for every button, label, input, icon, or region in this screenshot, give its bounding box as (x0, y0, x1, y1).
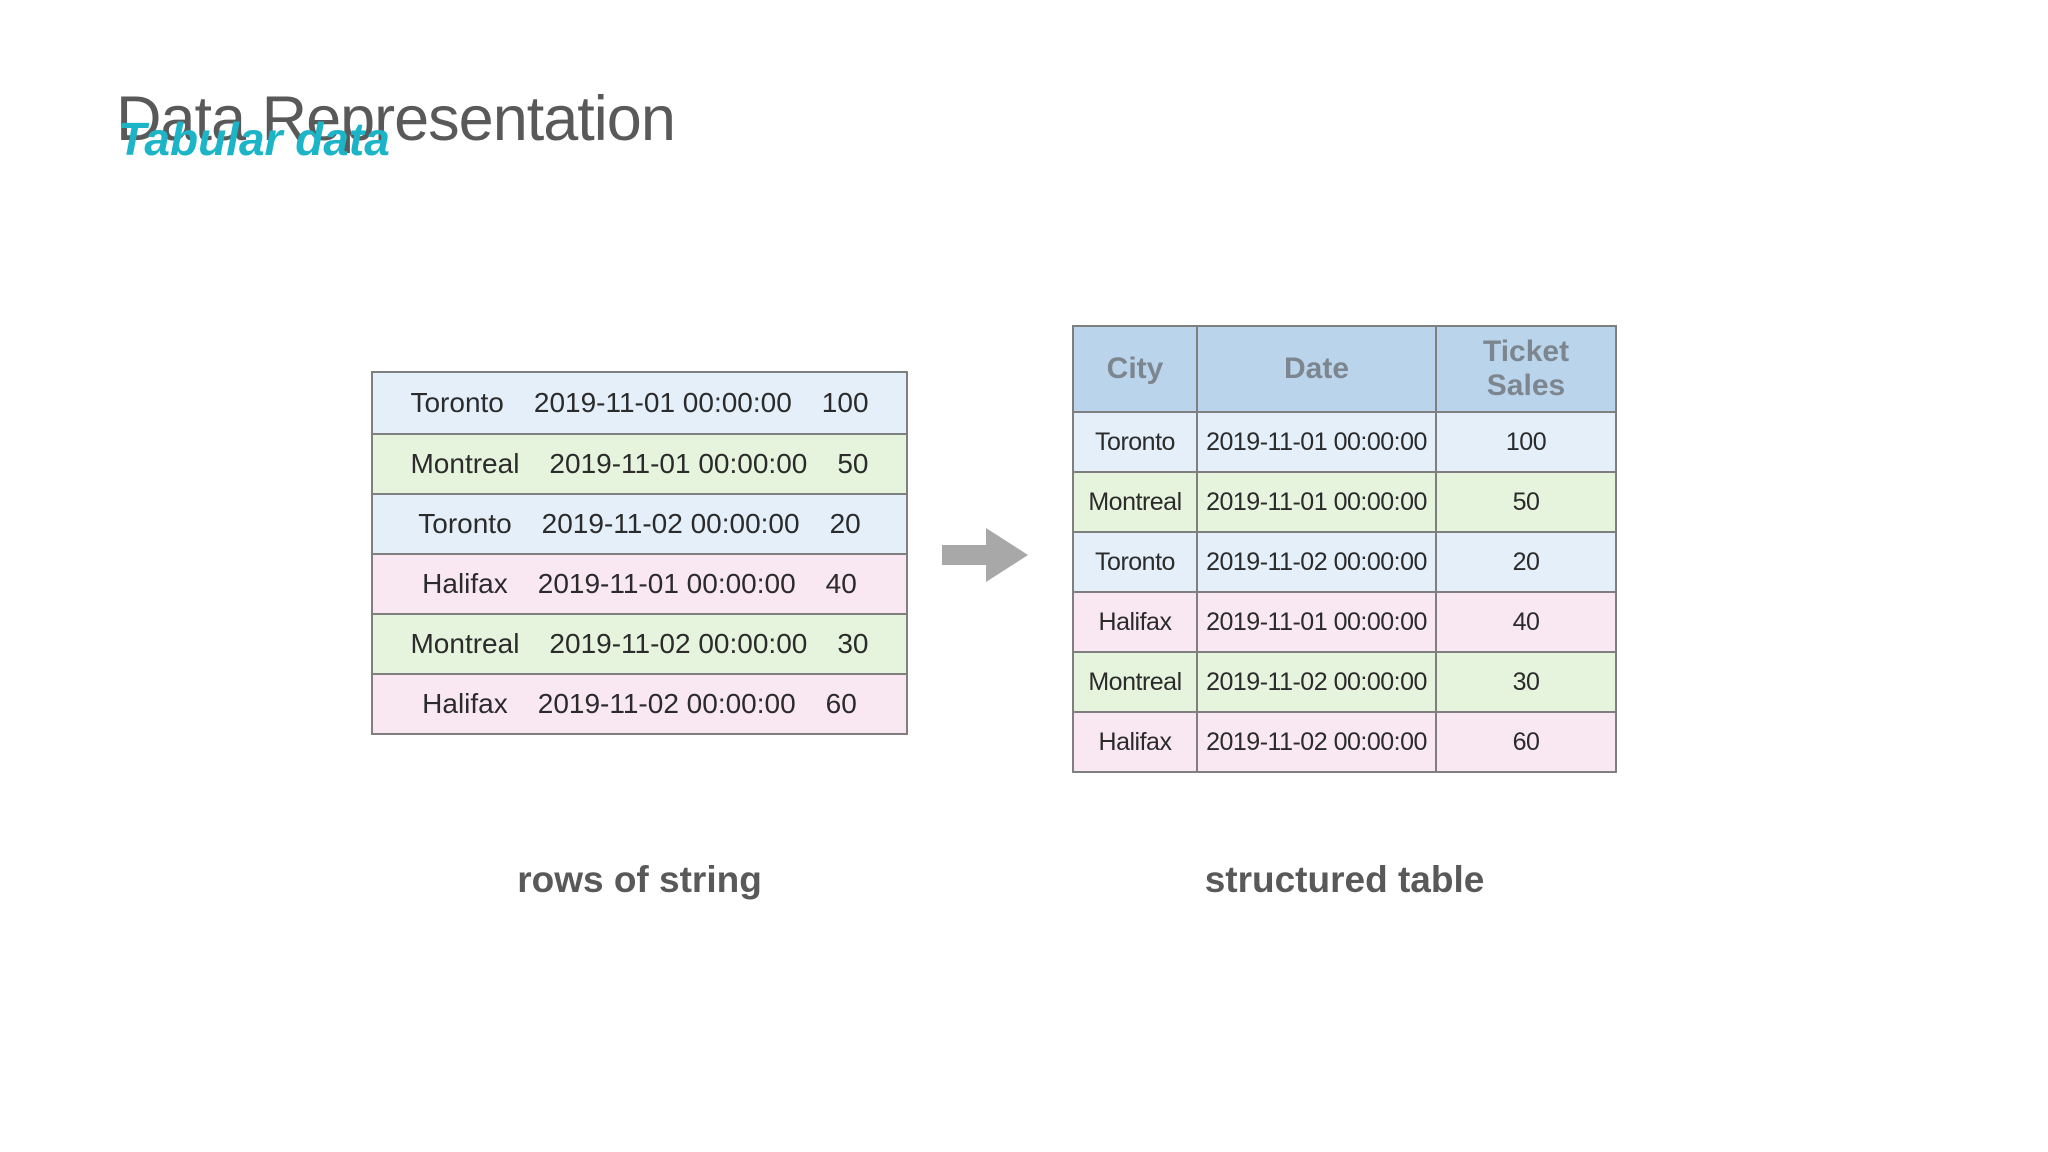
table-cell-city: Toronto (1074, 413, 1196, 471)
string-part-city: Montreal (410, 448, 520, 479)
table-cell-city: Halifax (1074, 713, 1196, 771)
string-part-date: 2019-11-01 00:00:00 (537, 568, 796, 599)
string-part-city: Halifax (422, 688, 508, 719)
string-part-date: 2019-11-02 00:00:00 (549, 628, 808, 659)
transform-arrow-icon (942, 528, 1028, 582)
table-cell-ticket-sales: 100 (1435, 413, 1615, 471)
string-row: Toronto 2019-11-01 00:00:00 100 (373, 373, 906, 433)
header-cell-city: City (1074, 327, 1196, 411)
table-cell-city: Toronto (1074, 533, 1196, 591)
table-cell-ticket-sales: 30 (1435, 653, 1615, 711)
table-cell-date: 2019-11-01 00:00:00 (1196, 473, 1435, 531)
string-row: Toronto 2019-11-02 00:00:00 20 (373, 493, 906, 553)
string-part-date: 2019-11-02 00:00:00 (541, 508, 800, 539)
table-cell-ticket-sales: 50 (1435, 473, 1615, 531)
string-part-value: 50 (837, 448, 869, 479)
header-cell-ticket-sales: Ticket Sales (1435, 327, 1615, 411)
header-label-ticket-sales: Ticket Sales (1482, 334, 1570, 403)
table-cell-city: Halifax (1074, 593, 1196, 651)
string-row: Halifax 2019-11-01 00:00:00 40 (373, 553, 906, 613)
caption-rows-of-string: rows of string (517, 859, 762, 900)
table-cell-date: 2019-11-02 00:00:00 (1196, 533, 1435, 591)
string-part-value: 100 (821, 387, 869, 418)
page-subtitle: Tabular data (118, 113, 390, 165)
header-label-date: Date (1283, 351, 1350, 385)
string-part-city: Toronto (418, 508, 512, 539)
table-cell-date: 2019-11-02 00:00:00 (1196, 713, 1435, 771)
table-cell-ticket-sales: 20 (1435, 533, 1615, 591)
string-part-date: 2019-11-01 00:00:00 (533, 387, 792, 418)
string-part-date: 2019-11-02 00:00:00 (537, 688, 796, 719)
table-cell-ticket-sales: 40 (1435, 593, 1615, 651)
page-title: Data Representation (116, 84, 676, 155)
string-row: Montreal 2019-11-01 00:00:00 50 (373, 433, 906, 493)
string-row: Montreal 2019-11-02 00:00:00 30 (373, 613, 906, 673)
string-part-city: Montreal (410, 628, 520, 659)
table-cell-date: 2019-11-01 00:00:00 (1196, 413, 1435, 471)
string-part-city: Halifax (422, 568, 508, 599)
string-part-city: Toronto (410, 387, 504, 418)
string-part-value: 40 (825, 568, 857, 599)
header-cell-date: Date (1196, 327, 1435, 411)
string-part-date: 2019-11-01 00:00:00 (549, 448, 808, 479)
string-part-value: 20 (829, 508, 861, 539)
table-cell-city: Montreal (1074, 653, 1196, 711)
string-part-value: 30 (837, 628, 869, 659)
string-part-value: 60 (825, 688, 857, 719)
string-row: Halifax 2019-11-02 00:00:00 60 (373, 673, 906, 733)
table-cell-ticket-sales: 60 (1435, 713, 1615, 771)
table-cell-date: 2019-11-02 00:00:00 (1196, 653, 1435, 711)
table-cell-date: 2019-11-01 00:00:00 (1196, 593, 1435, 651)
header-label-city: City (1106, 351, 1164, 385)
table-header-row: City Date Ticket Sales (1074, 327, 1615, 411)
table-cell-city: Montreal (1074, 473, 1196, 531)
caption-structured-table: structured table (1204, 859, 1485, 900)
